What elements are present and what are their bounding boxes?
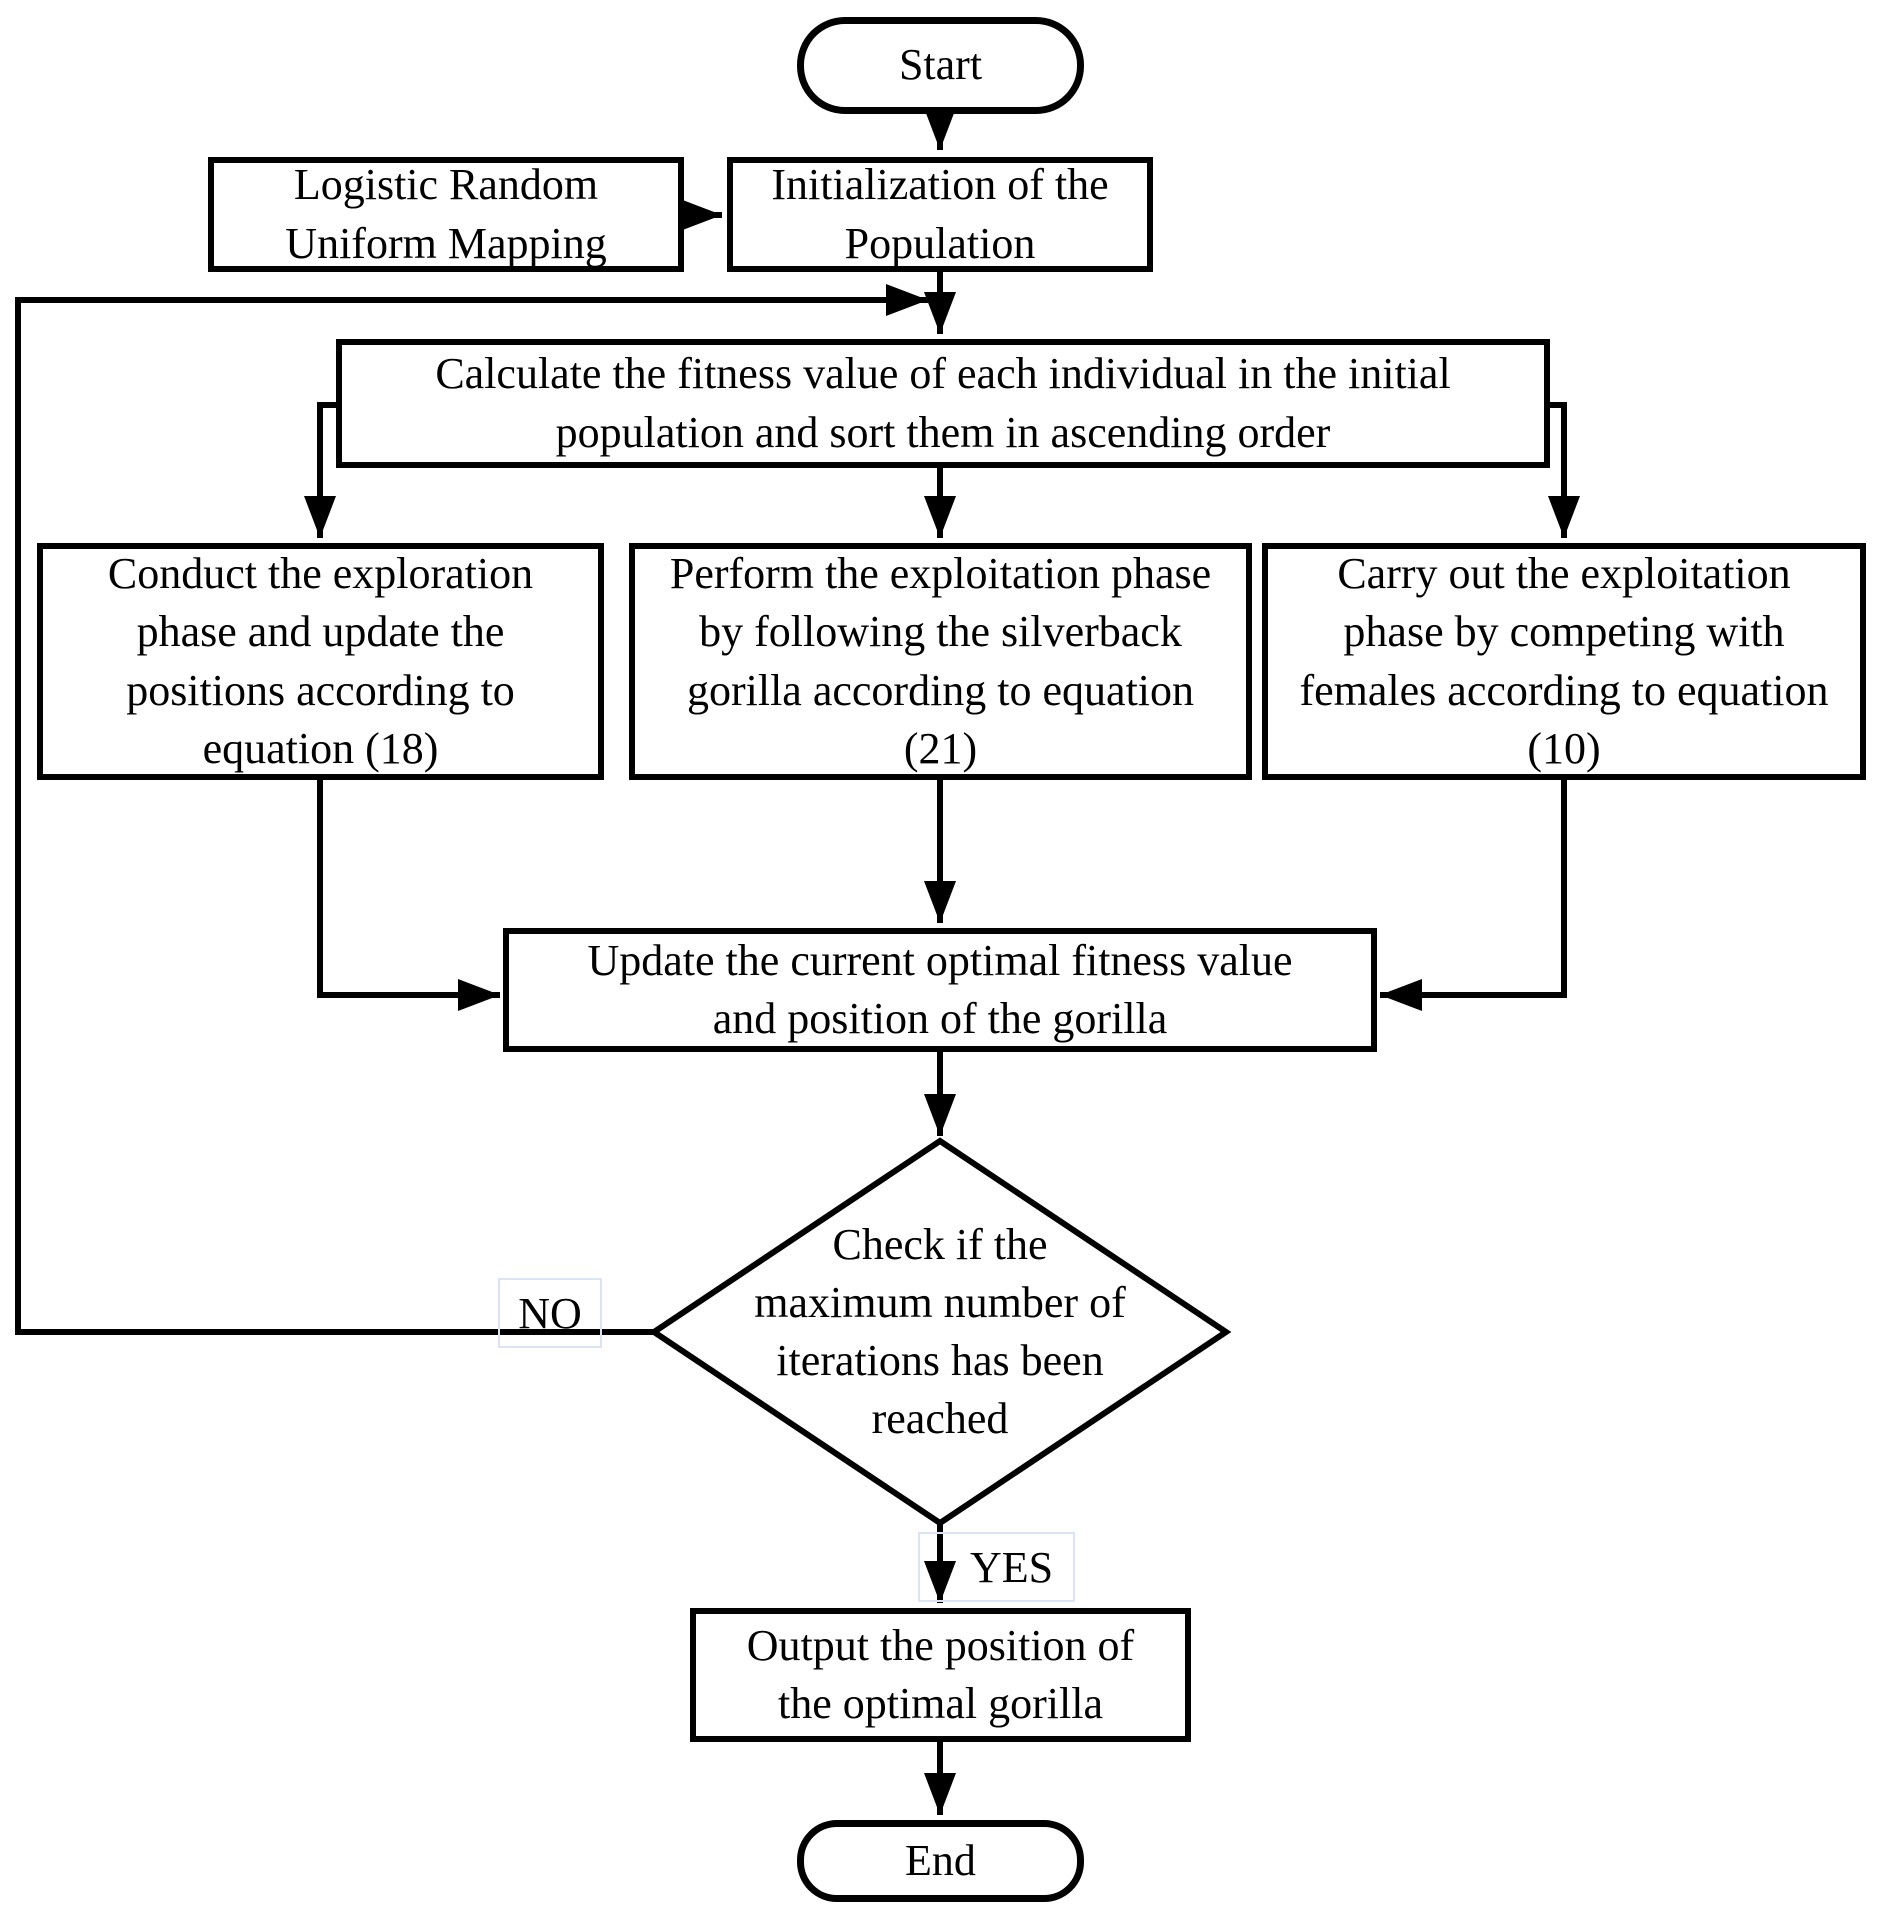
exploration-phase-node: Conduct the exploration phase and update… xyxy=(37,543,604,780)
calculate-fitness-node: Calculate the fitness value of each indi… xyxy=(336,339,1550,468)
edge-calculate-to-exploration xyxy=(304,402,336,538)
output-position-node: Output the position of the optimal goril… xyxy=(690,1608,1191,1742)
exploitation-silverback-node: Perform the exploitation phase by follow… xyxy=(629,543,1252,780)
exploitation-females-node: Carry out the exploitation phase by comp… xyxy=(1262,543,1866,780)
edge-no-loop-back xyxy=(15,284,928,1335)
start-node: Start xyxy=(797,17,1084,114)
logistic-random-uniform-mapping-node: Logistic Random Uniform Mapping xyxy=(208,157,684,272)
update-optimal-node: Update the current optimal fitness value… xyxy=(503,928,1377,1052)
edge-exploitation-females-to-update xyxy=(1380,780,1567,1011)
no-branch-label: NO xyxy=(498,1278,602,1348)
yes-branch-label: YES xyxy=(918,1532,1075,1602)
edge-calculate-to-exploitation-females xyxy=(1548,402,1580,538)
end-node: End xyxy=(797,1820,1084,1902)
initialization-of-population-node: Initialization of the Population xyxy=(727,157,1153,272)
edge-exploration-to-update xyxy=(317,780,500,1011)
decision-node-label: Check if the maximum number of iteration… xyxy=(754,1219,1126,1444)
